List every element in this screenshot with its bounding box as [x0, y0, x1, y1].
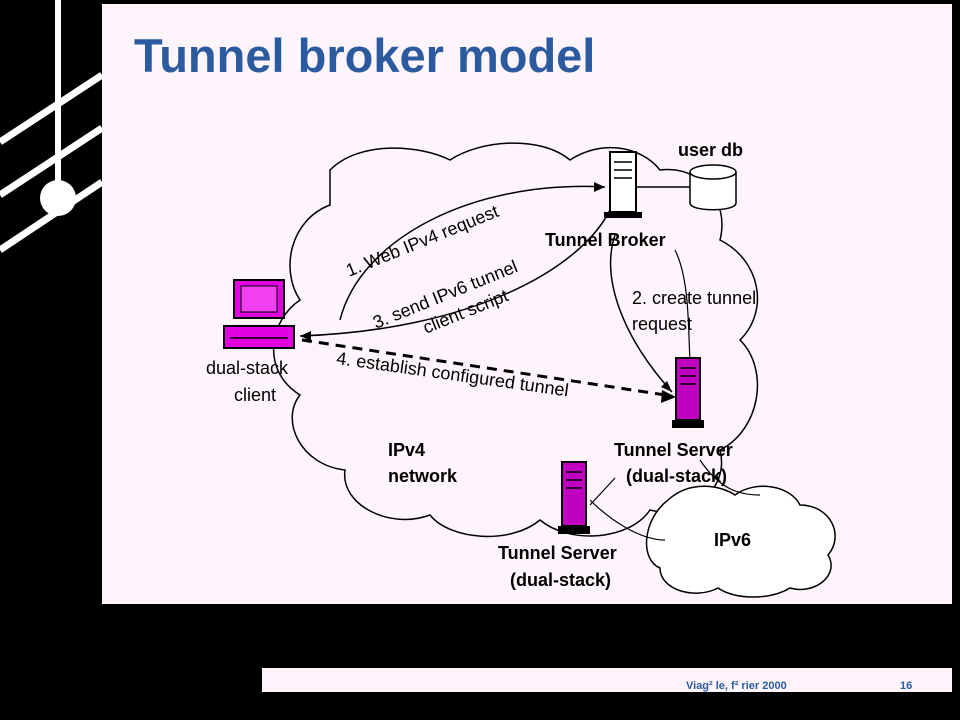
frame-right: [952, 0, 960, 720]
tunnel-broker-label: Tunnel Broker: [545, 230, 666, 250]
tunnel-server-2-icon: [558, 461, 590, 534]
frame-bottom-edge: [0, 692, 960, 720]
step-2-label-line2: request: [632, 314, 693, 334]
user-db-label: user db: [678, 140, 744, 160]
tunnel-broker-server-icon: [604, 151, 642, 218]
ipv6-label: IPv6: [714, 530, 752, 550]
ts2-label-line2: (dual-stack): [510, 570, 612, 590]
frame-top: [0, 0, 960, 4]
client-computer-icon: [223, 279, 295, 349]
ts2-label-line1: Tunnel Server: [498, 543, 617, 563]
database-icon: [689, 164, 737, 211]
page-number: 16: [900, 680, 913, 692]
decorative-lines: [0, 0, 102, 253]
frame-left-panel: [0, 0, 102, 610]
slide-footer: Viag² le, f² rier 2000: [686, 680, 787, 692]
slide-title: Tunnel broker model: [134, 29, 596, 82]
ipv4-label-line2: network: [388, 466, 458, 486]
ts1-label-line1: Tunnel Server: [614, 440, 733, 460]
tunnel-server-1-icon: [672, 357, 704, 428]
ipv6-cloud: [645, 485, 836, 598]
client-label-line2: client: [234, 385, 277, 405]
ipv4-label-line1: IPv4: [388, 440, 426, 460]
step-2-label-line1: 2. create tunnel: [632, 288, 757, 308]
ts1-label-line2: (dual-stack): [626, 466, 728, 486]
client-label-line1: dual-stack: [206, 358, 289, 378]
